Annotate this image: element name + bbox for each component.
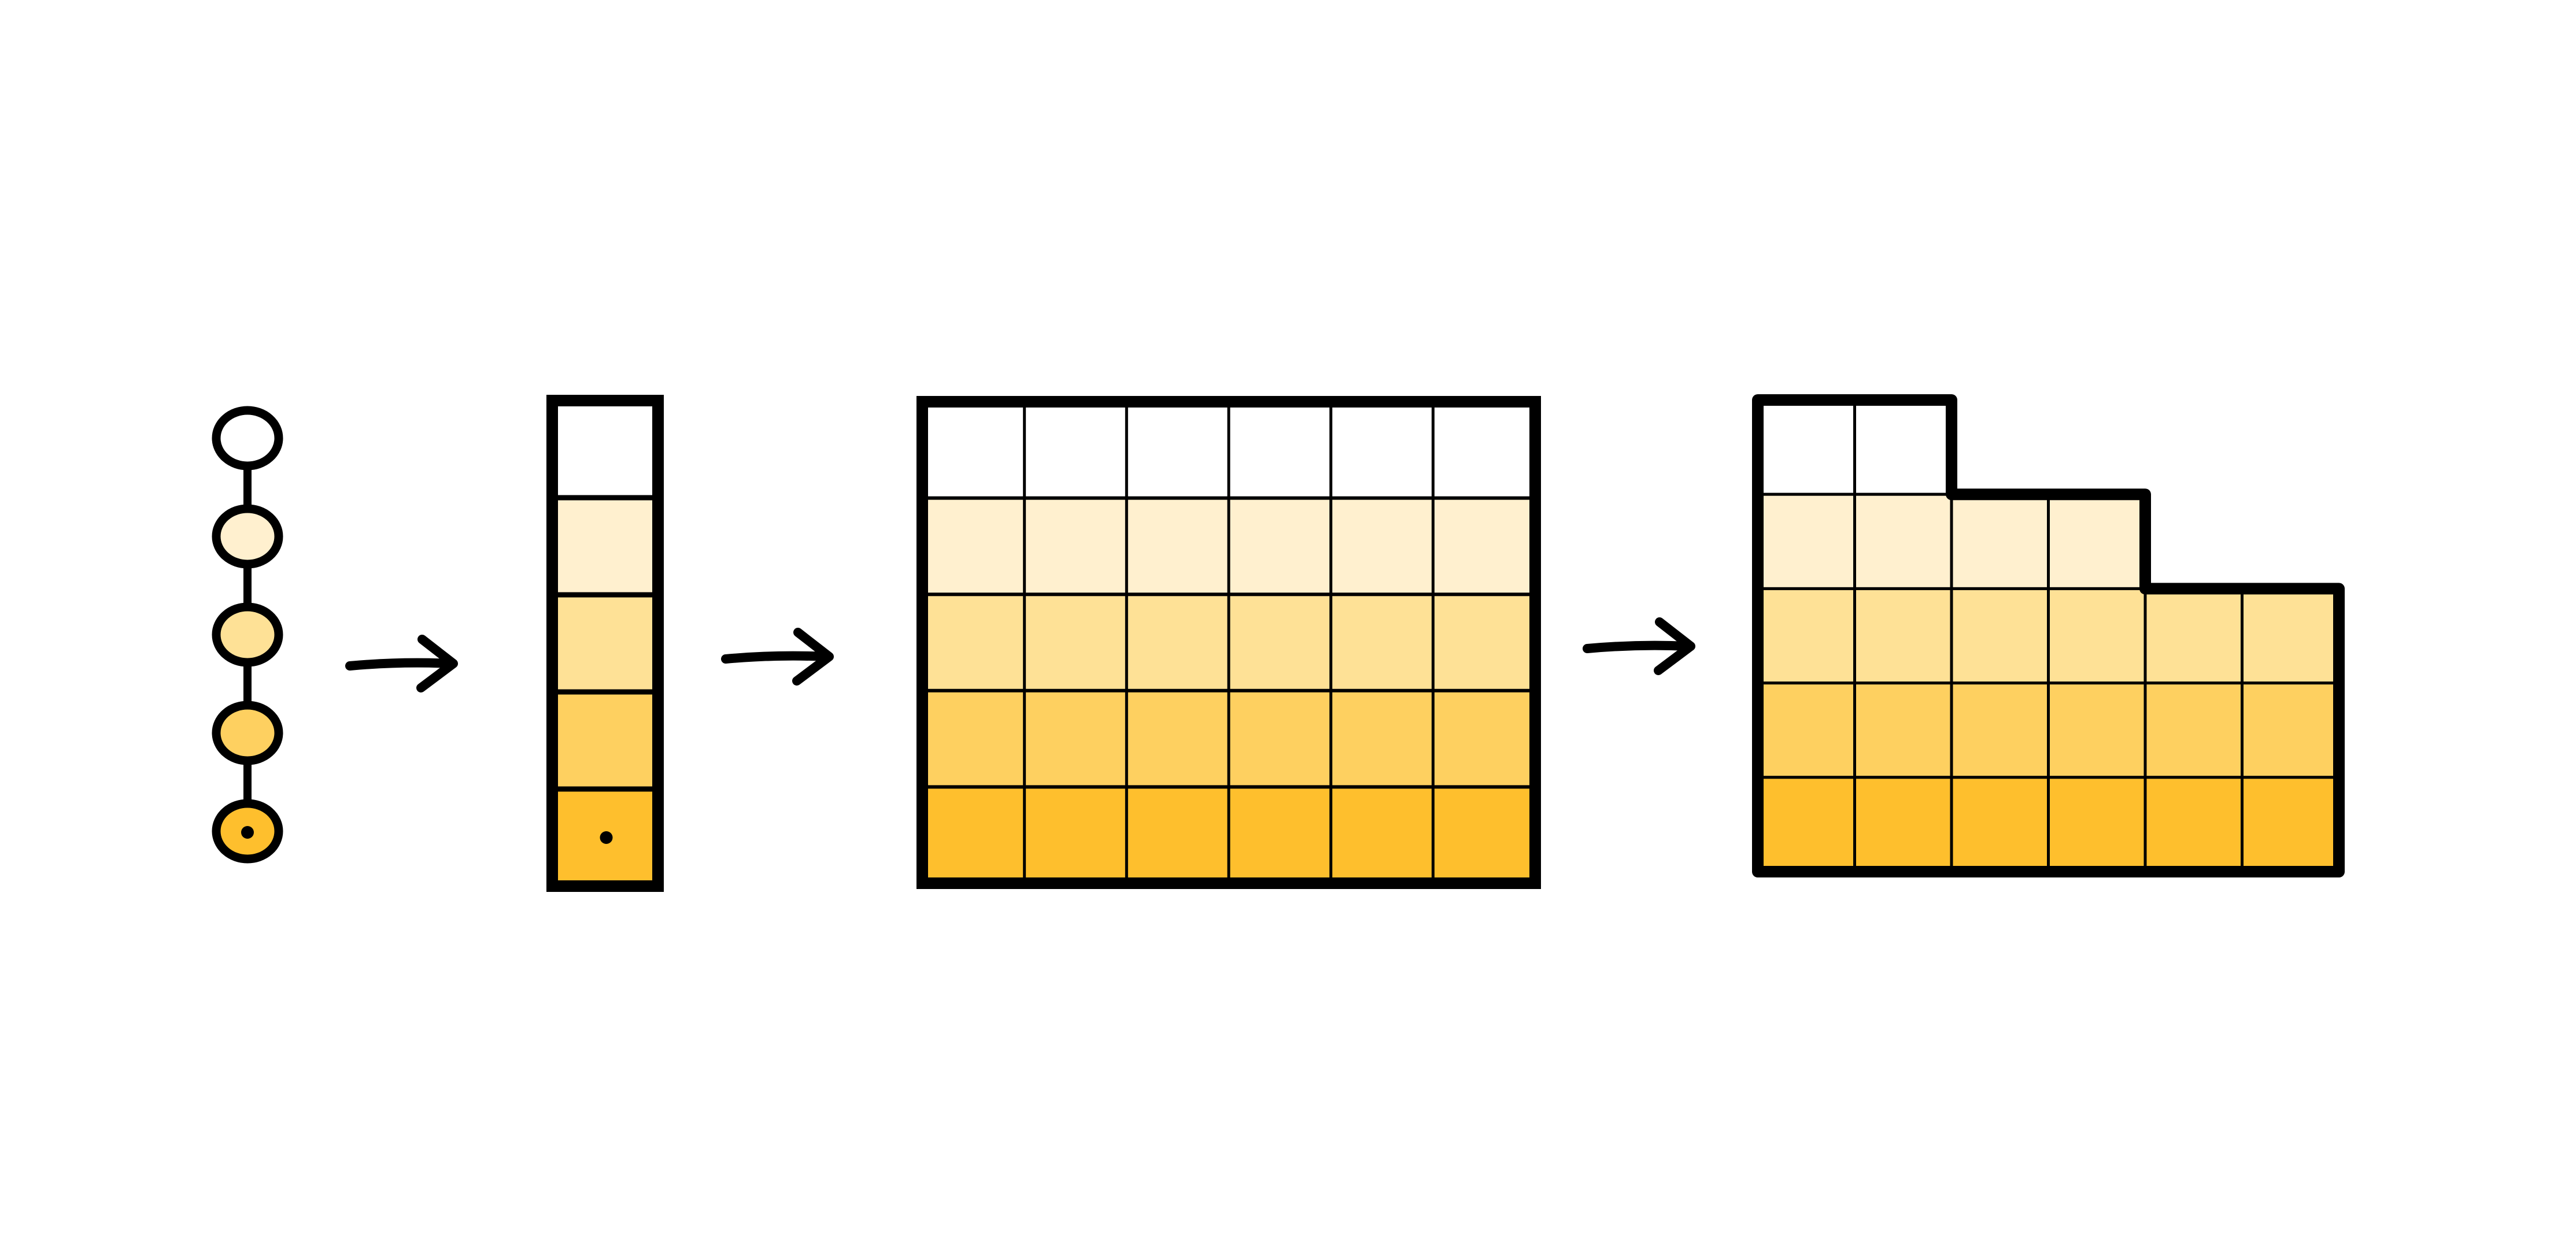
column-cell: [552, 498, 658, 595]
arrow-shaft: [345, 658, 456, 671]
staircase-cell: [1950, 682, 2050, 779]
staircase-cell: [1950, 492, 2050, 590]
staircase-cell: [1853, 682, 1953, 779]
staircase-cell: [2047, 587, 2147, 685]
staircase-cell: [2143, 682, 2244, 779]
staircase-cell: [1950, 587, 2050, 685]
staircase-cell: [1756, 398, 1856, 496]
staircase-cell: [2047, 492, 2147, 590]
column-cell-dot: [600, 831, 613, 844]
chain-node-dot: [241, 826, 254, 839]
chain-node: [212, 602, 283, 667]
staircase-cell: [1756, 682, 1856, 779]
staircase-cell: [2143, 587, 2244, 685]
right-arrow-icon: [1583, 617, 1695, 675]
right-arrow-icon: [345, 635, 458, 692]
staircase-cell: [1756, 492, 1856, 590]
chain-node: [212, 701, 283, 765]
arrow-head: [792, 628, 834, 686]
staircase-cell: [2241, 587, 2341, 685]
staircase-cell: [1756, 587, 1856, 685]
arrow-shaft: [1583, 640, 1693, 653]
arrow-head: [1654, 617, 1695, 675]
staircase-cell: [1950, 776, 2050, 873]
staircase-outline: [1752, 394, 2345, 877]
staircase-cell: [1853, 587, 1953, 685]
staircase-cell: [1853, 776, 1953, 873]
staircase-cell: [1853, 492, 1953, 590]
staircase-cell: [1756, 776, 1856, 873]
staircase-cell: [2241, 776, 2341, 873]
column-outline: [546, 395, 664, 892]
staircase-grid: [1752, 394, 2345, 877]
staircase-cell: [2143, 776, 2244, 873]
full-grid: [916, 396, 1541, 889]
arrow-shaft: [721, 651, 831, 664]
column-cell: [552, 595, 658, 692]
staircase-cell: [2241, 682, 2341, 779]
column-cell: [552, 401, 658, 498]
staircase-cell: [1853, 398, 1953, 496]
column-cell: [552, 692, 658, 789]
right-arrow-icon: [721, 628, 834, 686]
grid-outline: [916, 396, 1541, 889]
staircase-cell: [2047, 682, 2147, 779]
single-column: [546, 395, 664, 892]
arrow-head: [416, 635, 458, 692]
chain-node: [212, 504, 283, 569]
node-chain: [212, 406, 283, 864]
chain-node: [212, 406, 283, 471]
staircase-cell: [2047, 776, 2147, 873]
